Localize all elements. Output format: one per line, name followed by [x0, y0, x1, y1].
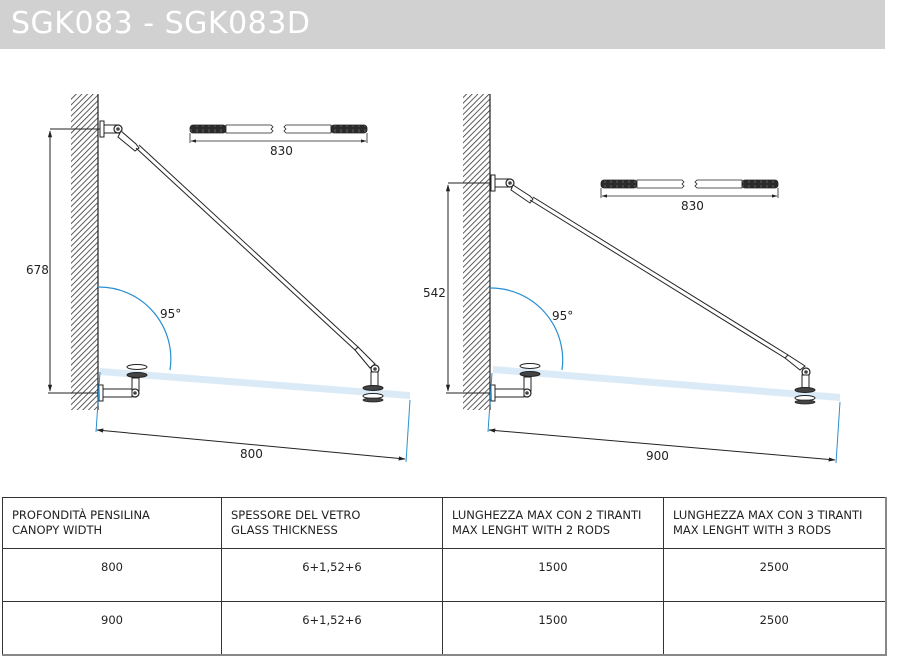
rod-detail: 830 [189, 124, 368, 158]
width-label: 900 [646, 449, 669, 463]
glass-panel [493, 366, 840, 401]
glass-panel [100, 368, 410, 399]
height-label: 678 [26, 263, 49, 277]
angle-label: 95° [160, 307, 181, 321]
cell-max-length-3-rods: 2500 [663, 548, 887, 602]
wall-hatch [71, 94, 98, 410]
page-title: SGK083 - SGK083D [11, 6, 311, 41]
cell-max-length-2-rods: 1500 [442, 601, 664, 656]
cell-canopy-width: 900 [2, 601, 222, 656]
rod-length-label: 830 [270, 144, 293, 158]
technical-drawings: 678 95° [0, 60, 899, 480]
rod-length-label: 830 [681, 199, 704, 213]
title-bar: SGK083 - SGK083D [0, 0, 885, 49]
rod-detail: 830 [600, 179, 779, 213]
drawing-800: 678 95° [26, 94, 411, 463]
cell-canopy-width: 800 [2, 548, 222, 602]
wall-hatch [463, 94, 490, 410]
cell-max-length-2-rods: 1500 [442, 548, 664, 602]
table-row: 900 6+1,52+6 1500 2500 [2, 601, 887, 656]
table-row: 800 6+1,52+6 1500 2500 [2, 548, 887, 602]
drawing-900: 542 95° [423, 94, 841, 464]
angle-label: 95° [552, 309, 573, 323]
cell-glass-thickness: 6+1,52+6 [221, 548, 443, 602]
cell-max-length-3-rods: 2500 [663, 601, 887, 656]
width-label: 800 [240, 447, 263, 461]
cell-glass-thickness: 6+1,52+6 [221, 601, 443, 656]
height-label: 542 [423, 286, 446, 300]
